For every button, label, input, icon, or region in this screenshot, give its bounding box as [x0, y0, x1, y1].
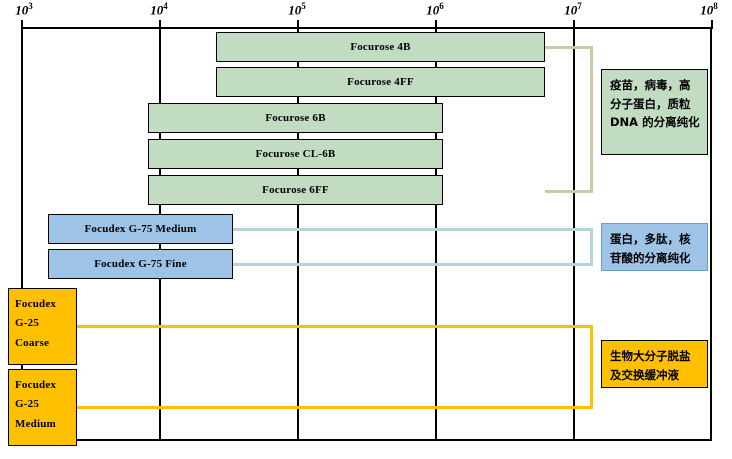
bar-label-line: Coarse — [15, 336, 50, 349]
axis-tick-label-1e5: 105 — [288, 1, 306, 18]
axis-tick-mark-1e3 — [21, 20, 23, 29]
bar-label-line: Focudex — [15, 298, 57, 310]
bar-label-line: Focudex — [15, 379, 57, 391]
axis-tick-label-1e6: 106 — [426, 1, 444, 18]
bar-label-line: G-25 — [15, 398, 40, 411]
bracket-connector-agarose — [545, 46, 593, 193]
bracket-connector-dextran-g25 — [77, 325, 593, 409]
range-bar-focurose-6ff[interactable]: Focurose 6FF — [148, 175, 443, 205]
range-bar-focudex-g25-medium[interactable]: Focudex G-25 Medium — [8, 369, 77, 446]
range-bar-focurose-6b[interactable]: Focurose 6B — [148, 103, 443, 133]
annotation-line: 苷酸的分离纯化 — [610, 250, 691, 265]
axis-tick-mark-1e6 — [435, 20, 437, 29]
annotation-line: 疫苗，病毒，高 — [610, 78, 691, 92]
bar-label-line: G-25 — [15, 317, 40, 330]
annotation-line: 分子蛋白，质粒 — [610, 96, 691, 111]
annotation-callout-dextran-g75: 蛋白，多肽，核 苷酸的分离纯化 — [601, 223, 708, 271]
axis-tick-label-1e7: 107 — [564, 1, 582, 18]
annotation-callout-agarose: 疫苗，病毒，高 分子蛋白，质粒 DNA 的分离纯化 — [601, 69, 708, 155]
range-bar-focudex-g75-medium[interactable]: Focudex G-75 Medium — [48, 214, 233, 244]
range-bar-focudex-g25-coarse[interactable]: Focudex G-25 Coarse — [8, 288, 77, 365]
range-bar-focurose-4ff[interactable]: Focurose 4FF — [216, 67, 545, 97]
axis-tick-label-1e4: 104 — [150, 1, 168, 18]
axis-tick-label-1e3: 103 — [15, 1, 33, 18]
gridline-1e6 — [435, 29, 437, 439]
range-bar-focurose-cl-6b[interactable]: Focurose CL-6B — [148, 139, 443, 169]
gridline-1e7 — [573, 29, 575, 439]
bracket-connector-dextran-g75 — [233, 228, 593, 266]
annotation-line: 生物大分子脱盐 — [610, 349, 691, 363]
gridline-1e5 — [297, 29, 299, 439]
annotation-line: 蛋白，多肽，核 — [610, 232, 691, 246]
range-bar-focurose-4b[interactable]: Focurose 4B — [216, 32, 545, 62]
annotation-line: DNA 的分离纯化 — [610, 115, 700, 130]
range-bar-focudex-g75-fine[interactable]: Focudex G-75 Fine — [48, 249, 233, 279]
axis-tick-mark-1e4 — [159, 20, 161, 29]
axis-tick-mark-1e7 — [573, 20, 575, 29]
annotation-callout-dextran-g25: 生物大分子脱盐 及交换缓冲液 — [601, 340, 708, 388]
axis-tick-mark-1e5 — [297, 20, 299, 29]
bar-label-line: Medium — [15, 417, 56, 430]
axis-tick-mark-1e8 — [711, 20, 713, 29]
axis-tick-label-1e8: 108 — [700, 1, 718, 18]
annotation-line: 及交换缓冲液 — [610, 367, 679, 382]
